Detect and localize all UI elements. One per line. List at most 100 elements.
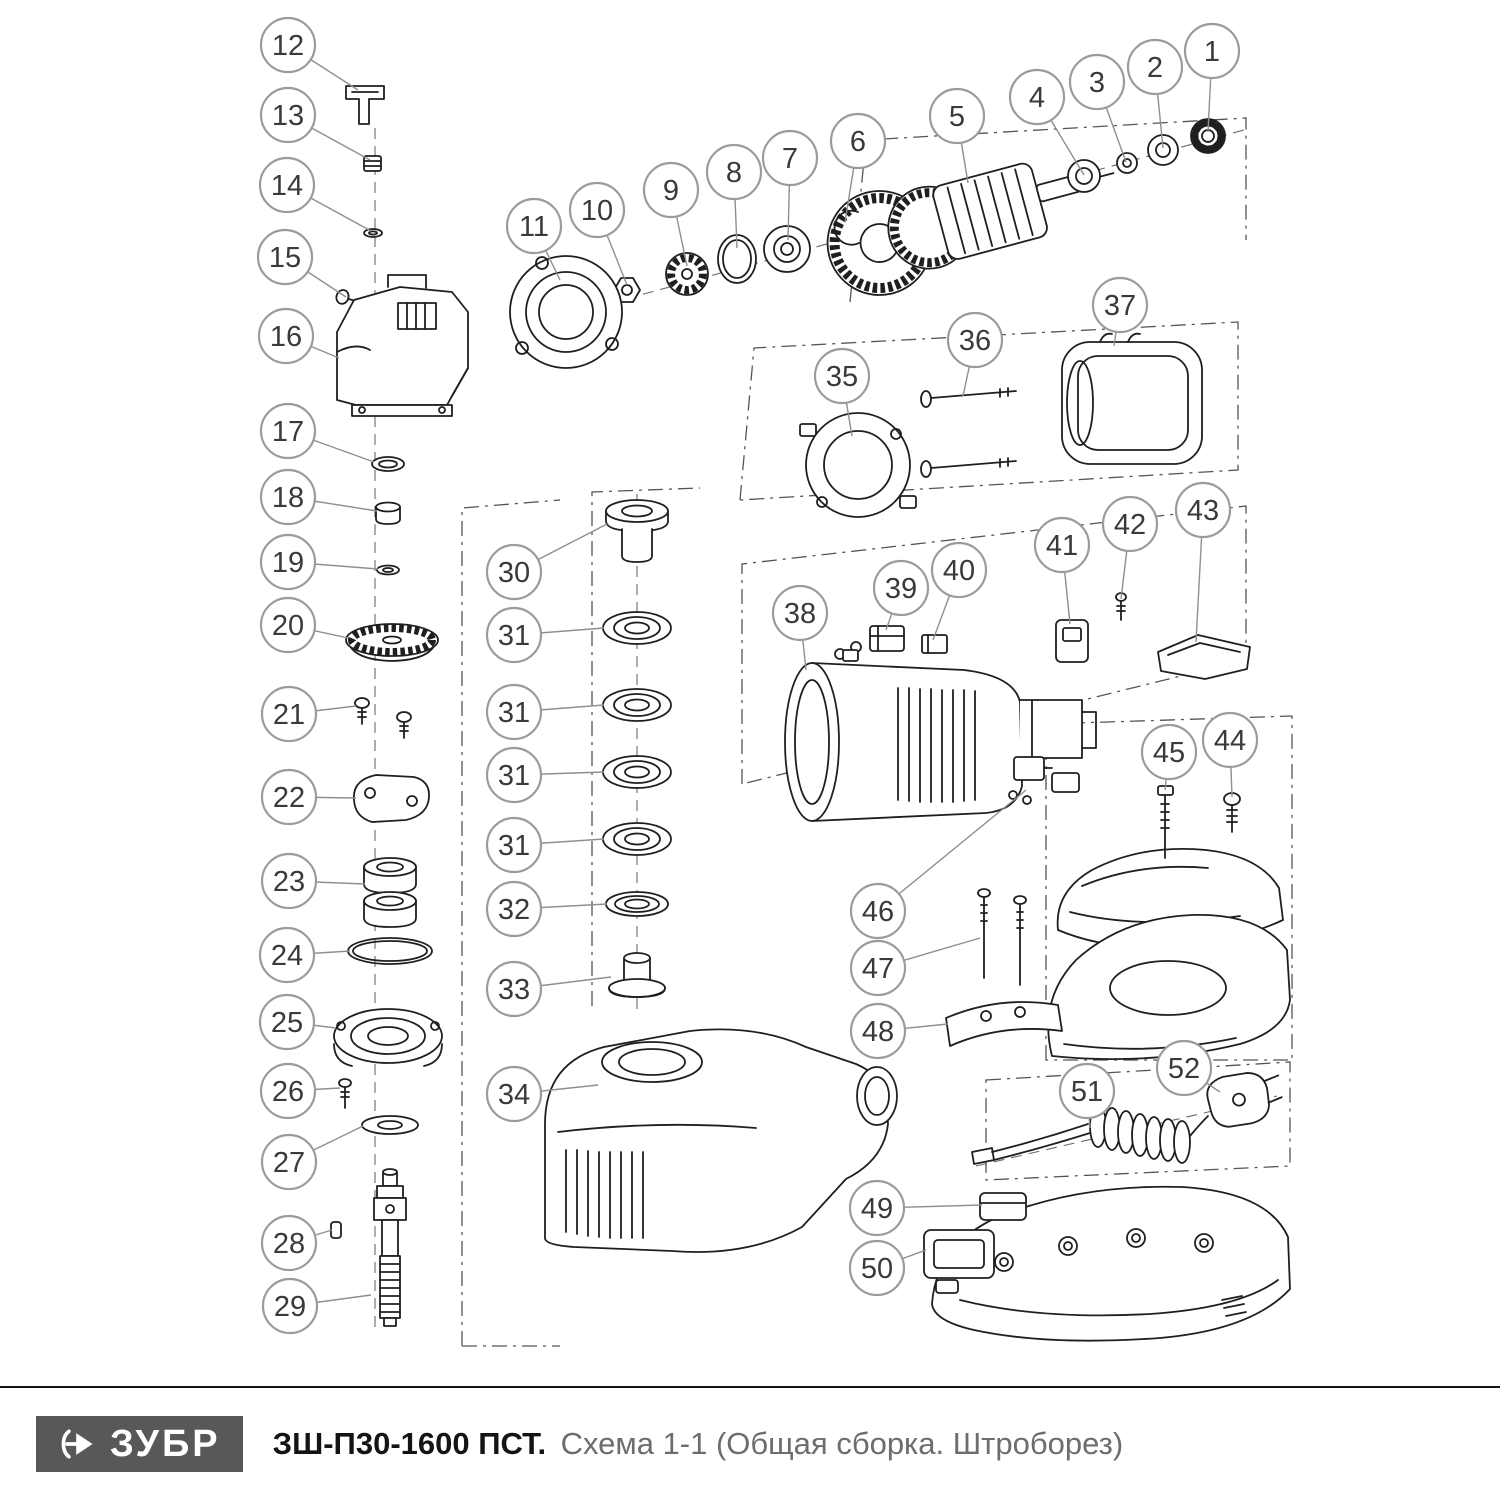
part-screw-drawing <box>338 1078 352 1109</box>
svg-text:25: 25 <box>271 1007 303 1039</box>
part-long-screws-drawing <box>920 387 1017 478</box>
part-circlip-drawing <box>833 209 860 246</box>
part-bearing-flange-drawing <box>509 255 623 369</box>
svg-text:31: 31 <box>498 697 530 729</box>
part-rotor-drawing <box>826 162 1115 296</box>
callout-15: 15 <box>256 228 314 286</box>
part-long-screws-drawing <box>977 888 1027 986</box>
svg-text:31: 31 <box>498 830 530 862</box>
callout-31: 31 <box>485 606 543 664</box>
part-housing-body-drawing <box>544 1028 898 1253</box>
part-seal-ring-drawing <box>602 755 672 789</box>
svg-text:30: 30 <box>498 557 530 589</box>
callout-44: 44 <box>1201 711 1259 769</box>
callout-8: 8 <box>705 143 763 201</box>
callout-51: 51 <box>1058 1062 1116 1120</box>
svg-text:16: 16 <box>270 321 302 353</box>
svg-text:28: 28 <box>273 1228 305 1260</box>
callout-45: 45 <box>1140 723 1198 781</box>
callout-47: 47 <box>849 939 907 997</box>
callout-6: 6 <box>829 112 887 170</box>
part-oring-drawing <box>347 937 433 965</box>
svg-text:17: 17 <box>272 416 304 448</box>
callout-30: 30 <box>485 543 543 601</box>
part-bearing-pair-drawing <box>363 857 417 928</box>
svg-text:32: 32 <box>498 894 530 926</box>
exploded-view-diagram: 1234567891011121314151617181920212223242… <box>256 16 1293 1347</box>
part-spindle-drawing <box>373 1168 407 1327</box>
svg-text:26: 26 <box>272 1076 304 1108</box>
svg-text:35: 35 <box>826 361 858 393</box>
svg-text:23: 23 <box>273 866 305 898</box>
group-boundary <box>461 499 561 1347</box>
callout-3: 3 <box>1068 53 1126 111</box>
svg-text:31: 31 <box>498 620 530 652</box>
callout-31: 31 <box>485 683 543 741</box>
part-drawings <box>330 85 1291 1342</box>
svg-text:5: 5 <box>949 101 965 133</box>
callout-19: 19 <box>259 533 317 591</box>
callout-2: 2 <box>1126 38 1184 96</box>
svg-text:24: 24 <box>271 940 303 972</box>
svg-text:33: 33 <box>498 974 530 1006</box>
svg-text:49: 49 <box>861 1193 893 1225</box>
svg-text:19: 19 <box>272 547 304 579</box>
callout-49: 49 <box>848 1179 906 1237</box>
svg-text:11: 11 <box>519 211 549 243</box>
callout-33: 33 <box>485 960 543 1018</box>
callout-20: 20 <box>259 596 317 654</box>
svg-text:42: 42 <box>1114 509 1146 541</box>
part-sleeve-drawing <box>375 501 401 525</box>
callout-52: 52 <box>1155 1039 1213 1097</box>
callout-5: 5 <box>928 87 986 145</box>
callout-18: 18 <box>259 468 317 526</box>
callout-13: 13 <box>259 86 317 144</box>
svg-text:15: 15 <box>269 242 301 274</box>
svg-text:46: 46 <box>862 896 894 928</box>
part-lock-knob-drawing <box>345 85 385 125</box>
callout-11: 11 <box>505 197 563 255</box>
callout-46: 46 <box>849 882 907 940</box>
part-slotted-washer-drawing <box>361 1115 419 1135</box>
group-boundary <box>739 321 1239 501</box>
brand-name: ЗУБР <box>110 1423 221 1465</box>
callouts: 1234567891011121314151617181920212223242… <box>256 16 1259 1335</box>
part-key-drawing <box>330 1221 342 1239</box>
callout-21: 21 <box>260 685 318 743</box>
part-seal-ring-drawing <box>602 822 672 856</box>
part-slider-lever-drawing <box>1055 619 1089 663</box>
part-cover-plate-drawing <box>1157 634 1251 680</box>
part-bolt-drawing <box>1157 785 1174 859</box>
callout-39: 39 <box>872 559 930 617</box>
svg-text:22: 22 <box>273 782 305 814</box>
callout-32: 32 <box>485 880 543 938</box>
part-bearing-cover-drawing <box>333 1008 443 1067</box>
svg-text:12: 12 <box>272 30 304 62</box>
svg-text:1: 1 <box>1204 36 1220 68</box>
svg-text:7: 7 <box>782 143 798 175</box>
part-bevel-gear-drawing <box>345 623 439 662</box>
callout-12: 12 <box>259 16 317 74</box>
callout-31: 31 <box>485 746 543 804</box>
part-gear-housing-drawing <box>336 274 469 417</box>
part-pinion-gear-drawing <box>665 252 709 296</box>
callout-50: 50 <box>848 1239 906 1297</box>
svg-text:3: 3 <box>1089 67 1105 99</box>
svg-text:2: 2 <box>1147 52 1163 84</box>
svg-text:52: 52 <box>1168 1053 1200 1085</box>
callout-48: 48 <box>849 1002 907 1060</box>
svg-text:38: 38 <box>784 598 816 630</box>
svg-text:47: 47 <box>862 953 894 985</box>
callout-4: 4 <box>1008 68 1066 126</box>
svg-text:36: 36 <box>959 325 991 357</box>
svg-text:14: 14 <box>271 170 303 202</box>
svg-text:48: 48 <box>862 1016 894 1048</box>
part-screw-pair-drawing <box>354 697 412 739</box>
diagram-caption: ЗШ-П30-1600 ПСТ. Схема 1-1 (Общая сборка… <box>273 1426 1124 1462</box>
svg-text:6: 6 <box>850 126 866 158</box>
part-flanged-bushing-drawing <box>608 952 666 998</box>
part-switch-assembly-drawing <box>1008 756 1080 805</box>
schema-subtitle: Схема 1-1 (Общая сборка. Штроборез) <box>560 1426 1124 1461</box>
svg-text:31: 31 <box>498 760 530 792</box>
